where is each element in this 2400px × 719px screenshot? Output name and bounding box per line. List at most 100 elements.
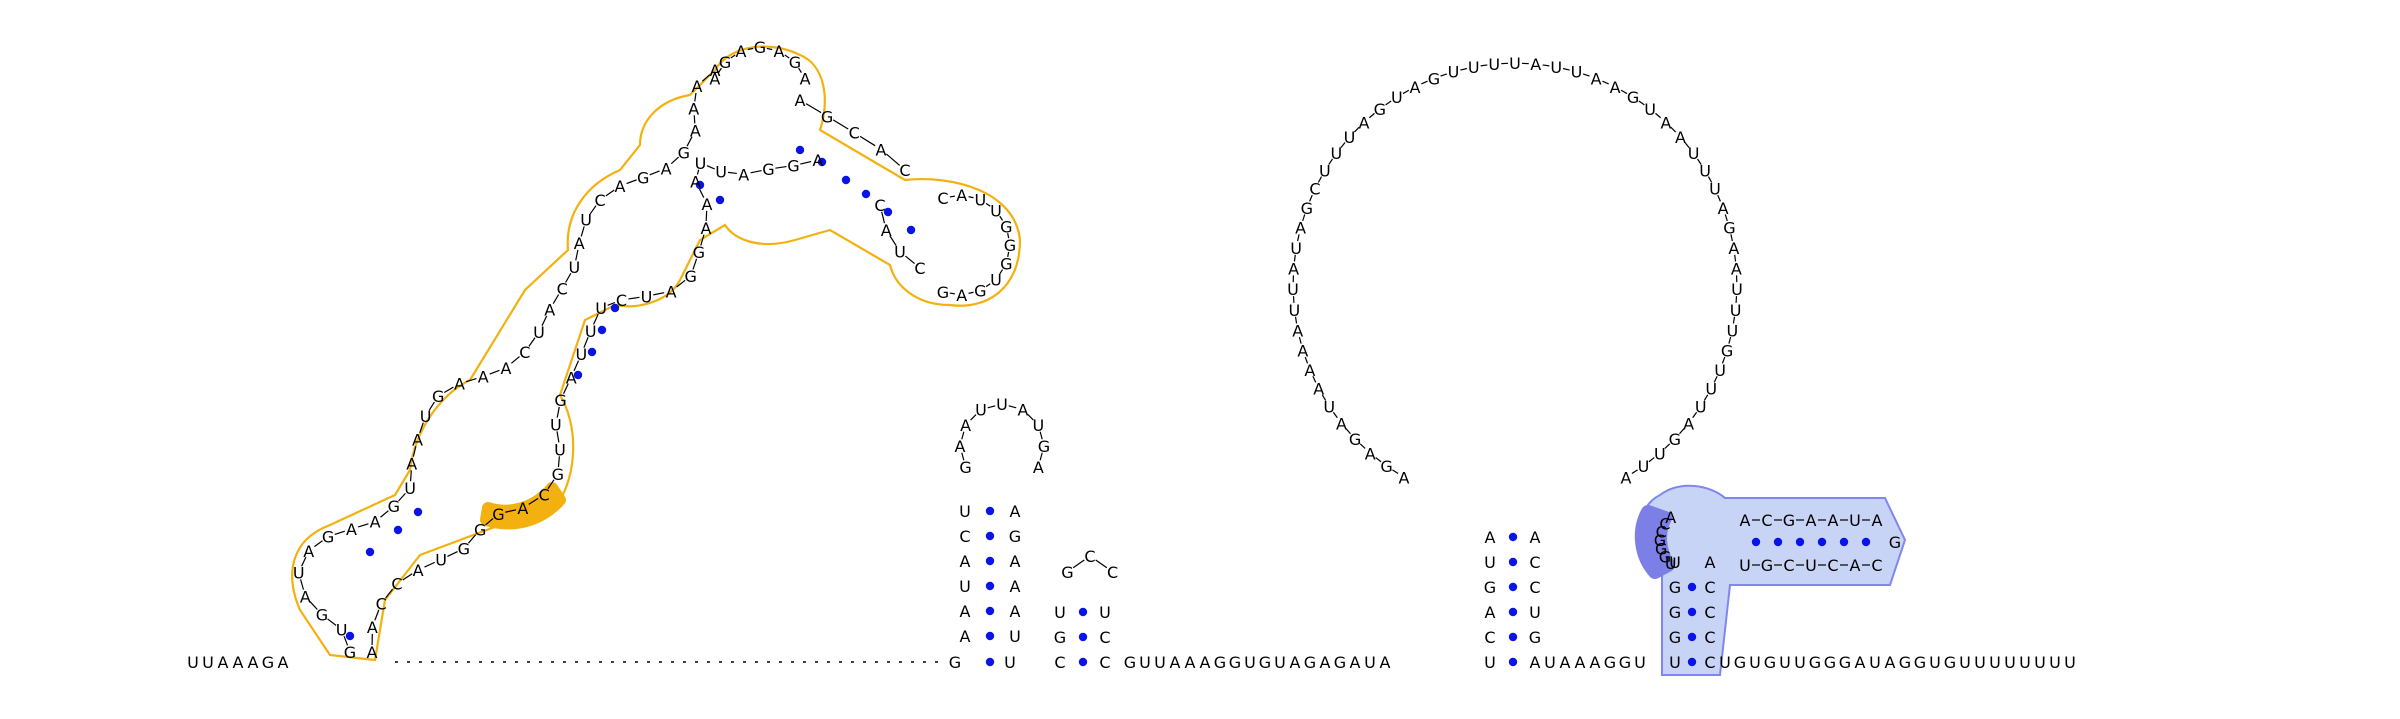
large-loop-nt: C	[1309, 180, 1320, 199]
hairpin-tiny-nt: G	[1054, 628, 1066, 647]
domain-left-nt: G	[492, 505, 504, 524]
pseudoknot-nt: C	[1704, 603, 1715, 622]
base-pair-dot	[985, 556, 995, 566]
backbone-link	[385, 588, 394, 599]
backbone-link	[428, 401, 435, 411]
hairpin-small-loop-nt: G	[1038, 437, 1050, 456]
linker-nt: A	[1590, 653, 1601, 672]
backbone-link	[327, 618, 337, 626]
linker-nt: A	[1290, 653, 1301, 672]
large-loop-stem-nt: U	[1529, 603, 1541, 622]
domain-left-nt: A	[692, 77, 703, 96]
backbone-link	[949, 195, 955, 198]
backbone-link	[750, 169, 762, 174]
backbone-link	[556, 431, 560, 443]
strand-5-prime-nt: U	[187, 653, 199, 672]
large-loop-nt: U	[1391, 88, 1403, 107]
domain-left-nt: G	[684, 267, 696, 286]
linker-nt: U	[1634, 653, 1646, 672]
backbone-link	[626, 179, 637, 185]
large-loop-nt: U	[1289, 301, 1301, 320]
large-loop-nt: G	[1380, 457, 1392, 476]
base-pair-dot	[985, 631, 995, 641]
domain-left-nt: G	[821, 107, 833, 126]
backbone-link	[694, 92, 697, 102]
backbone-link	[628, 296, 640, 300]
backbone-link	[528, 337, 536, 347]
pseudoknot-nt: G	[1783, 511, 1795, 530]
domain-left-nt: C	[849, 124, 860, 143]
backbone-link	[505, 509, 517, 513]
backbone-link	[1707, 176, 1713, 183]
large-loop-stem-nt: A	[1530, 653, 1541, 672]
pseudoknot-nt: G	[1889, 533, 1901, 552]
backbone-link	[1679, 428, 1685, 435]
base-pair-dot	[906, 225, 916, 235]
base-pair-dot	[1508, 582, 1518, 592]
domain-left-nt: A	[700, 219, 711, 238]
base-pair-dot	[1078, 632, 1088, 642]
pseudoknot-nt: C	[1827, 556, 1838, 575]
domain-left-nt: A	[566, 368, 577, 387]
domain-left-nt: G	[344, 643, 356, 662]
large-loop-nt: G	[1349, 430, 1361, 449]
backbone-link	[1582, 73, 1590, 77]
backbone-link	[1340, 142, 1346, 149]
pseudoknot-loop-nt: G	[1655, 540, 1667, 559]
base-pair-dot	[817, 157, 827, 167]
highlight-region-1	[291, 45, 1022, 662]
backbone-link	[447, 551, 458, 557]
domain-left-loop-nt: A	[956, 286, 967, 305]
strand-3-prime-nt: G	[1734, 653, 1746, 672]
hairpin-tiny-nt: U	[1099, 603, 1111, 622]
pseudoknot-loop-nt: C	[1656, 522, 1667, 541]
base-pair-dot	[883, 207, 893, 217]
strand-5-prime-nt: A	[248, 653, 259, 672]
backbone-link	[489, 369, 500, 375]
strand-3-prime-nt: U	[1779, 653, 1791, 672]
backbone-link	[832, 119, 849, 130]
pseudoknot-nt: U	[1805, 556, 1817, 575]
strand-3-prime-nt: U	[2034, 653, 2046, 672]
large-loop-nt: U	[1688, 144, 1700, 163]
domain-left-nt: U	[293, 564, 305, 583]
linker-nt: G	[1229, 653, 1241, 672]
backbone-link	[605, 189, 615, 197]
backbone-link	[1298, 336, 1302, 344]
linker-nt: A	[1560, 653, 1571, 672]
strand-3-prime-nt: U	[2049, 653, 2061, 672]
backbone-link	[1317, 176, 1323, 183]
domain-left-loop-nt: G	[937, 283, 949, 302]
base-pair-dot	[573, 370, 583, 380]
domain-left-nt: A	[690, 121, 701, 140]
large-loop-nt: A	[1661, 113, 1672, 132]
base-pair-dot	[1773, 537, 1783, 547]
backbone-link	[1297, 234, 1300, 242]
backbone-link	[747, 47, 754, 51]
large-loop-nt: U	[1730, 301, 1742, 320]
base-pair-dot	[1861, 537, 1871, 547]
domain-left-nt: U	[533, 323, 545, 342]
large-loop-nt: A	[1365, 444, 1376, 463]
domain-left-nt: A	[300, 587, 311, 606]
hairpin-tiny-nt: C	[1099, 628, 1110, 647]
backbone-link	[1294, 316, 1298, 324]
backbone-link	[798, 67, 802, 73]
domain-left-loop-nt: U	[990, 201, 1002, 220]
hairpin-small-nt: C	[959, 527, 970, 546]
domain-left-nt: U	[585, 322, 597, 341]
backbone-link	[985, 283, 991, 288]
pseudoknot-loop-nt: U	[1665, 554, 1677, 573]
hairpin-small-nt: A	[960, 552, 971, 571]
backbone-link	[805, 103, 822, 114]
hairpin-small-nt: A	[1010, 577, 1021, 596]
domain-left-loop-nt: A	[800, 70, 811, 89]
backbone-link	[547, 479, 555, 490]
pseudoknot-nt: U	[1669, 553, 1681, 572]
backbone-link	[961, 431, 965, 440]
backbone-link	[718, 67, 722, 73]
hairpin-small-nt: A	[960, 602, 971, 621]
large-loop-nt: A	[1621, 468, 1632, 487]
domain-left-nt: G	[554, 391, 566, 410]
base-pair-dot	[985, 606, 995, 616]
